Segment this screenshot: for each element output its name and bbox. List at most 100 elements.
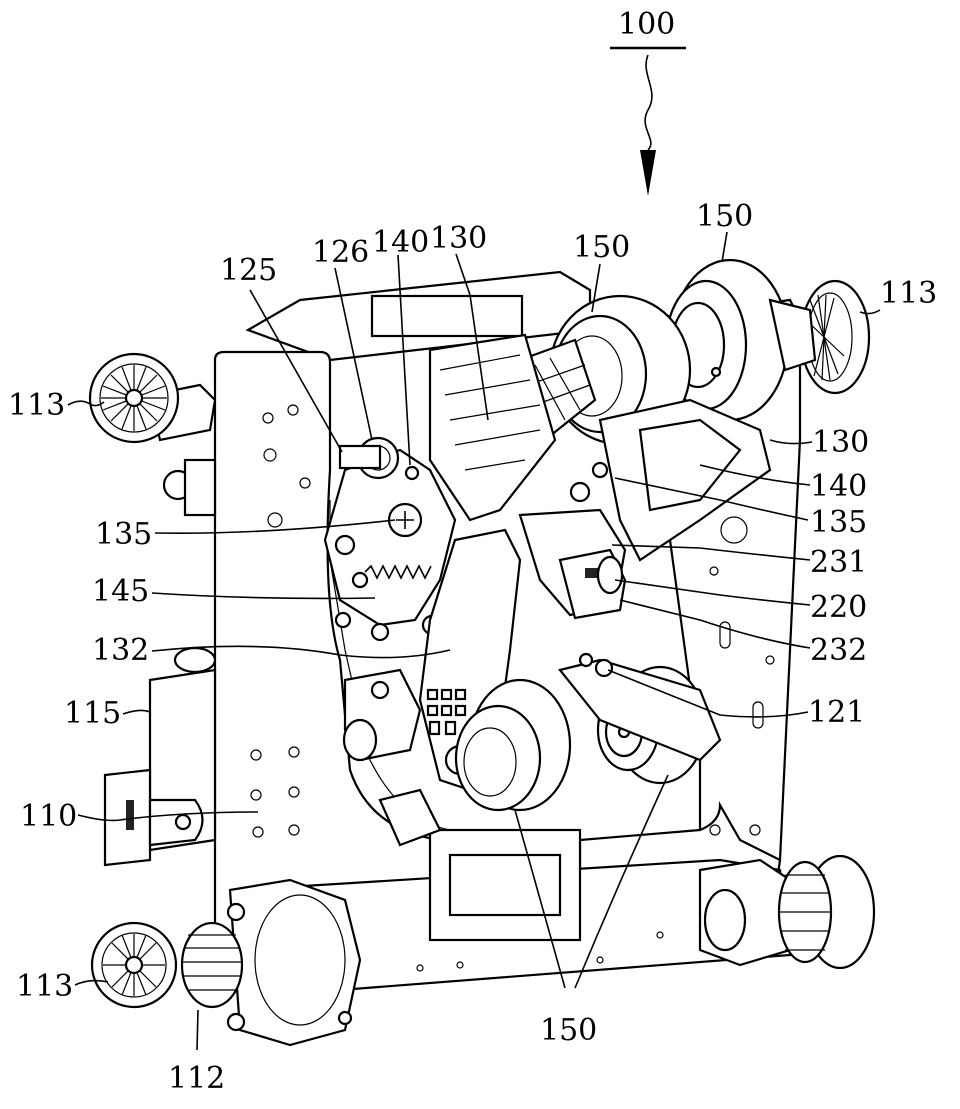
hole [250, 749, 262, 761]
spring-anchor [351, 571, 369, 589]
leader-113-bl [74, 979, 109, 986]
motor-cap [173, 646, 217, 674]
hole [720, 516, 748, 544]
hole [749, 824, 761, 836]
label-100-wavy-leader [644, 54, 653, 151]
label-140-right: 140 [810, 469, 867, 504]
label-130-right: 130 [812, 425, 869, 460]
label-132: 132 [92, 633, 149, 668]
leader-121 [607, 669, 809, 718]
leader-135-right [614, 477, 809, 521]
leader-113-tr [859, 309, 881, 315]
right-arm-plate-140 [638, 418, 742, 512]
leader-130-top [455, 253, 489, 421]
hole [416, 964, 424, 972]
flange-bolt [174, 813, 192, 831]
hole [252, 826, 264, 838]
label-145: 145 [92, 574, 149, 609]
label-232: 232 [810, 633, 867, 668]
mount-hub [703, 888, 747, 952]
label-150-bottom: 150 [540, 1013, 597, 1048]
leader-220 [614, 579, 811, 606]
label-125: 125 [220, 253, 277, 288]
arm-130-right [569, 398, 772, 562]
wheel-113-top-left [88, 352, 217, 517]
hole [262, 412, 274, 424]
roller-arm-hub [768, 298, 817, 372]
wheel-inner [101, 932, 167, 998]
lower-slot-window [448, 853, 562, 917]
leader-113-tl [67, 400, 105, 407]
leader-110 [77, 811, 259, 822]
hole [287, 404, 299, 416]
roller-screw [710, 366, 722, 378]
bolt [334, 611, 352, 629]
label-113-bottom-left: 113 [16, 969, 73, 1004]
arm-121-pivot [594, 658, 614, 678]
lower-block [378, 788, 442, 847]
down-arrow-icon [640, 150, 656, 196]
label-140-top: 140 [372, 225, 429, 260]
side-lug [183, 458, 217, 517]
label-121: 121 [808, 695, 865, 730]
label-220: 220 [810, 590, 867, 625]
hole [267, 512, 283, 528]
wheel-inner [99, 363, 169, 433]
label-126: 126 [312, 235, 369, 270]
gearbox-bolt [226, 902, 246, 922]
reference-labels: 150 150 113 113 125 126 140 130 130 140 … [8, 199, 937, 1096]
hole [456, 961, 464, 969]
hole [765, 655, 775, 665]
plate-holes [250, 404, 775, 972]
right-pivot [591, 461, 609, 479]
label-135-left: 135 [95, 517, 152, 552]
spring-145 [364, 564, 432, 580]
leader-140-right [699, 464, 811, 486]
leader-140-top [397, 254, 411, 466]
leader-125 [249, 289, 343, 453]
label-150-top-b: 150 [696, 199, 753, 234]
leader-130-right [769, 439, 813, 445]
label-150-top-a: 150 [573, 230, 630, 265]
label-112: 112 [168, 1061, 225, 1096]
hole [709, 566, 719, 576]
leader-232 [619, 599, 811, 649]
leader-231 [611, 544, 811, 561]
roller-bore [463, 727, 517, 797]
wheel-113-bottom-left [90, 921, 178, 1009]
bracket-slot [126, 800, 134, 830]
label-113-top-right: 113 [880, 276, 937, 311]
wheel-hub [124, 955, 144, 975]
label-135-right: 135 [810, 505, 867, 540]
hole [656, 931, 664, 939]
hole [596, 956, 604, 964]
label-113-top-left: 113 [8, 388, 65, 423]
arm-121-pin [578, 652, 594, 668]
gear-teeth [780, 874, 830, 951]
leader-126 [334, 267, 373, 441]
cam-plate-140 [323, 436, 457, 642]
leader-112 [196, 1009, 199, 1051]
leader-115 [122, 709, 151, 715]
wheel-bottom-right [698, 854, 876, 970]
arm-130 [428, 333, 557, 522]
leader-145 [151, 592, 376, 600]
gearbox-bottom-left [226, 878, 362, 1047]
hole [709, 824, 721, 836]
gear-teeth [182, 934, 242, 991]
right-pivot-2 [569, 481, 591, 503]
gearbox-bolt [226, 1012, 246, 1032]
wheel-hub [124, 388, 144, 408]
hole [263, 448, 277, 462]
gear-body [180, 921, 244, 1009]
hole [288, 824, 300, 836]
hole [299, 477, 311, 489]
clamp-roller [342, 718, 378, 762]
leader-135-left [154, 519, 396, 535]
hole [288, 786, 300, 798]
label-100: 100 [618, 7, 675, 42]
leader-150-top-a [591, 263, 601, 313]
gearbox-housing [228, 878, 362, 1047]
leader-150-bottom-b [574, 774, 669, 989]
